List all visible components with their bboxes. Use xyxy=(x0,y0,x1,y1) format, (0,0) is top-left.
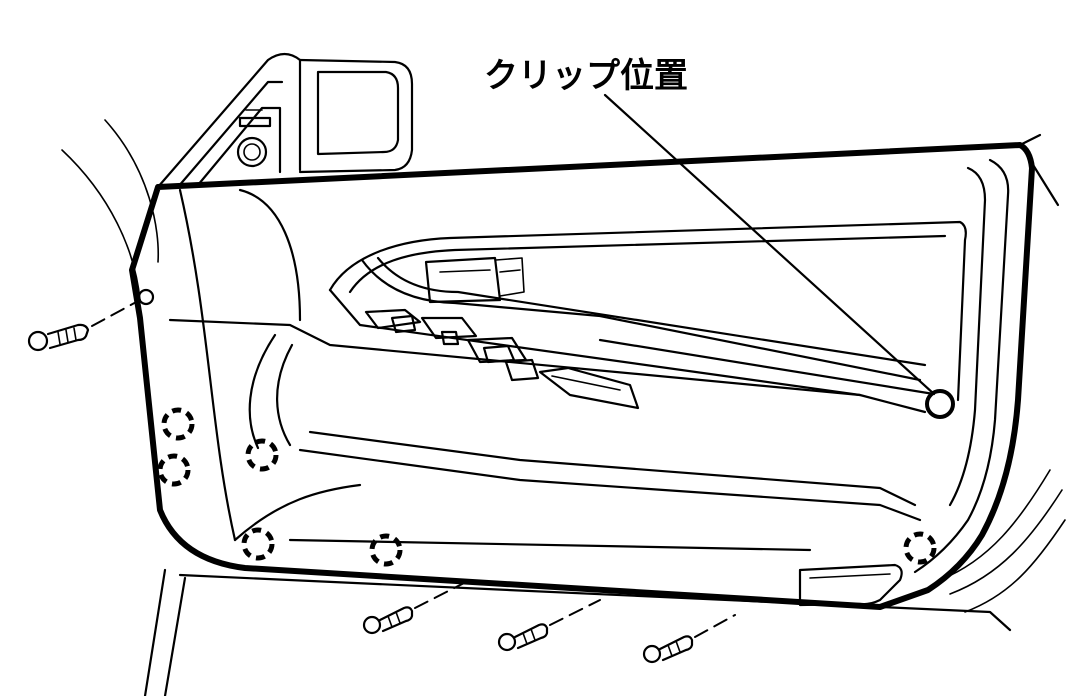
body-contour xyxy=(61,119,160,301)
clip-location xyxy=(245,438,279,472)
clip-position-callout: クリップ位置 xyxy=(484,56,936,396)
mirror-corner xyxy=(156,52,414,189)
armrest-switch-panel xyxy=(328,220,967,410)
callout-label: クリップ位置 xyxy=(484,56,688,96)
clip-location xyxy=(369,533,403,567)
leader-line xyxy=(603,93,936,396)
clip-location xyxy=(903,531,937,565)
screws xyxy=(27,288,736,664)
clip-location xyxy=(241,527,275,561)
clip-markers xyxy=(157,389,955,567)
clip-location-indicated xyxy=(925,389,955,419)
screw-icon xyxy=(497,599,601,652)
reflector xyxy=(798,563,903,607)
screw-icon xyxy=(642,614,736,664)
screw-icon xyxy=(362,579,471,635)
clip-location xyxy=(157,453,191,487)
door-sill xyxy=(143,469,1066,696)
door-trim-panel xyxy=(129,133,1060,610)
screw-icon xyxy=(27,288,155,352)
clip-location xyxy=(161,407,195,441)
